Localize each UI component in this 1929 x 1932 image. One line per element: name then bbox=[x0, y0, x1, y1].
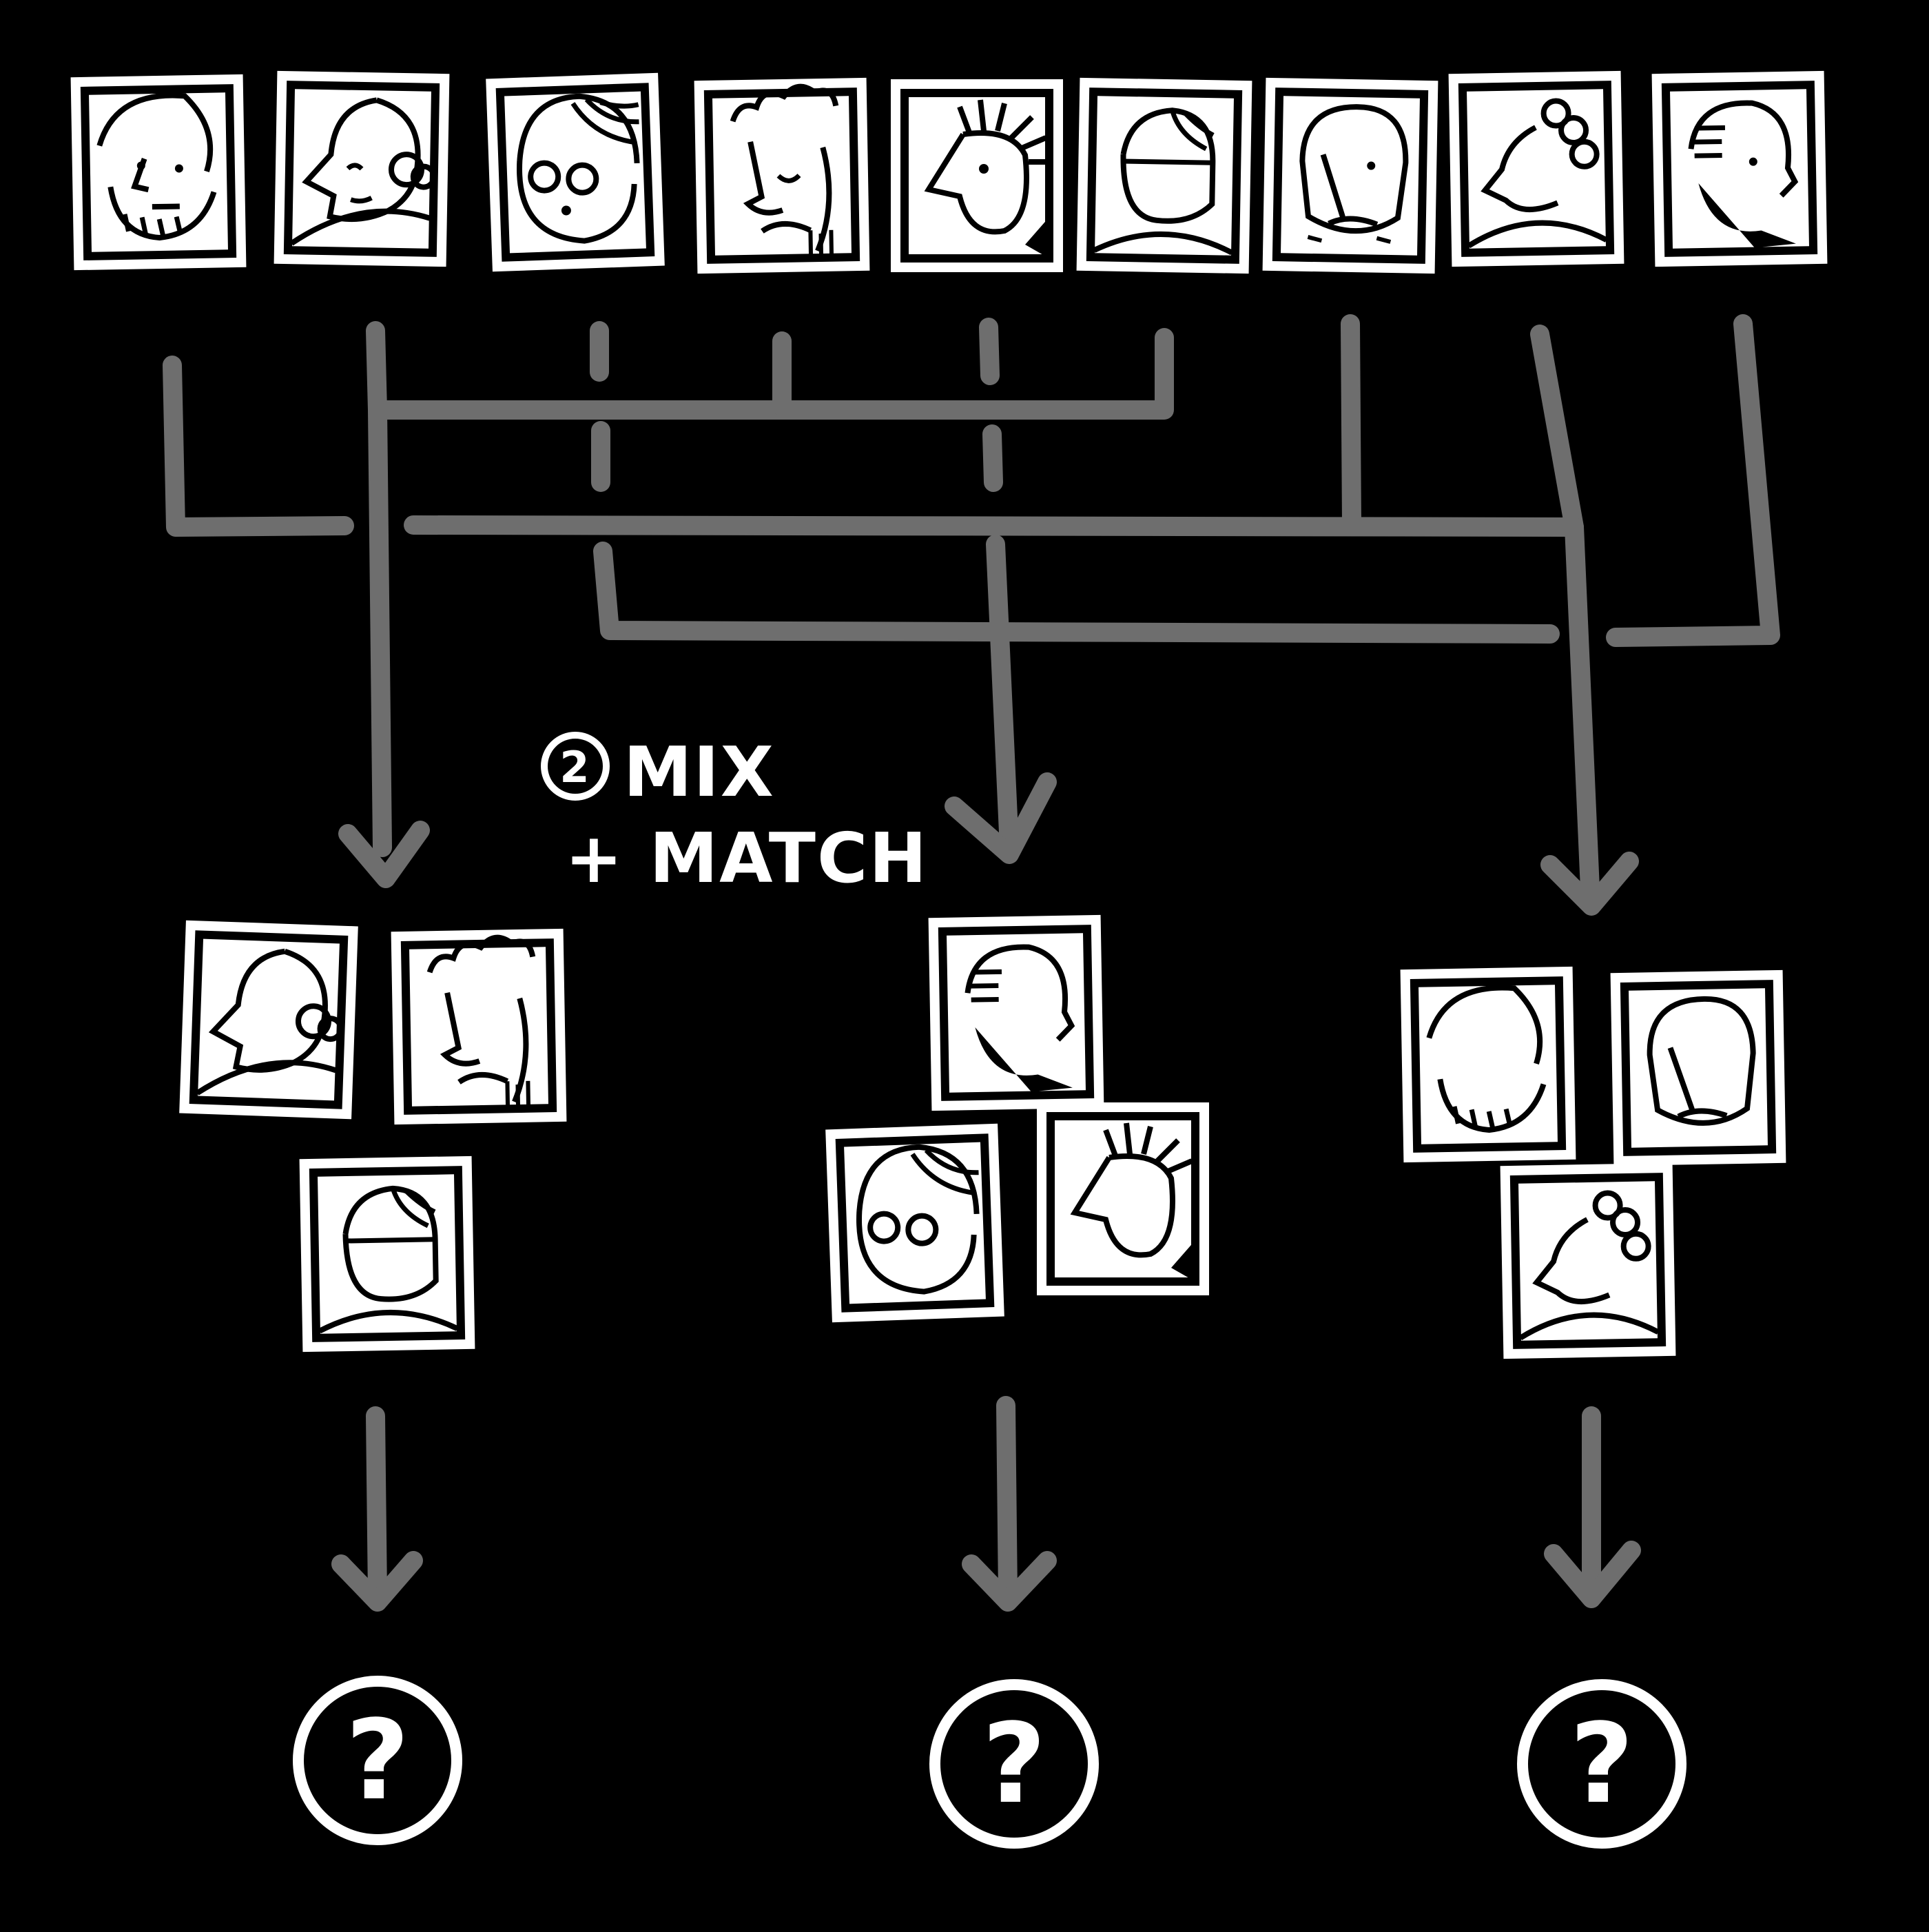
curly-hair-frown-portrait-icon bbox=[391, 929, 567, 1124]
connector-group-3 bbox=[163, 356, 354, 537]
step-title-line-2: + MATCH bbox=[565, 818, 928, 898]
bald-bearded-portrait-icon bbox=[929, 915, 1104, 1111]
portrait-group-3 bbox=[1401, 967, 1786, 1359]
question-circle-icon bbox=[1517, 1679, 1686, 1849]
outcome-3: ? bbox=[1517, 1679, 1686, 1849]
curly-hair-frown-portrait-icon bbox=[694, 78, 870, 274]
arrowhead bbox=[962, 1551, 1057, 1612]
portrait-group-2 bbox=[825, 915, 1209, 1322]
question-circle-icon bbox=[293, 1676, 462, 1845]
lower-arrow-1 bbox=[366, 1406, 387, 1605]
connector-group-3-branch bbox=[1341, 314, 1361, 533]
question-mark: ? bbox=[346, 1696, 410, 1825]
question-mark: ? bbox=[1570, 1699, 1634, 1828]
connector-lines bbox=[163, 314, 1780, 1612]
arrowhead bbox=[1544, 1541, 1641, 1608]
arrowhead bbox=[331, 1551, 423, 1612]
bearded-man-portrait-icon bbox=[71, 74, 247, 270]
step-label: 2 MIX + MATCH bbox=[541, 732, 928, 898]
old-man-portrait-icon bbox=[1611, 970, 1786, 1166]
curly-glasses-portrait-icon bbox=[486, 73, 665, 272]
connector-group-1 bbox=[366, 321, 1174, 420]
step-number-circle bbox=[541, 732, 610, 801]
curly-glasses-portrait-icon bbox=[825, 1124, 1004, 1323]
step-number: 2 bbox=[559, 742, 590, 792]
bearded-man-portrait-icon bbox=[1401, 967, 1576, 1162]
outcome-1: ? bbox=[293, 1676, 462, 1845]
arrowhead bbox=[945, 772, 1057, 864]
connector-group-2-dash bbox=[979, 318, 1000, 385]
portrait-group-1 bbox=[179, 921, 566, 1352]
connector-group-3-drop bbox=[1565, 517, 1600, 898]
side-part-portrait-icon bbox=[1077, 78, 1252, 274]
old-man-portrait-icon bbox=[1263, 78, 1438, 274]
connector-group-1-drop bbox=[368, 400, 392, 857]
arrowhead bbox=[1540, 852, 1639, 916]
lower-arrow-2 bbox=[996, 1396, 1018, 1605]
spiky-hair-portrait-icon bbox=[891, 79, 1063, 272]
bald-bearded-portrait-icon bbox=[1652, 71, 1828, 267]
outcome-2: ? bbox=[929, 1679, 1099, 1849]
bun-hair-portrait-icon bbox=[1500, 1163, 1676, 1359]
side-part-portrait-icon bbox=[300, 1156, 475, 1352]
glasses-woman-portrait-icon bbox=[274, 71, 450, 267]
arrowhead bbox=[338, 821, 430, 888]
connector-group-2-drop bbox=[986, 535, 1019, 857]
spiky-hair-portrait-icon bbox=[1037, 1102, 1209, 1295]
bun-hair-portrait-icon bbox=[1449, 71, 1624, 267]
outcomes: ? ? ? bbox=[293, 1676, 1686, 1849]
step-title-line-1: MIX bbox=[623, 732, 775, 812]
connector-group-2 bbox=[593, 542, 1560, 644]
question-circle-icon bbox=[929, 1679, 1099, 1849]
connector-group-2-dash bbox=[982, 424, 1003, 492]
connector-group-2-end bbox=[1606, 314, 1780, 647]
portrait-row bbox=[71, 71, 1828, 274]
question-mark: ? bbox=[982, 1699, 1046, 1828]
glasses-woman-portrait-icon bbox=[179, 921, 358, 1120]
